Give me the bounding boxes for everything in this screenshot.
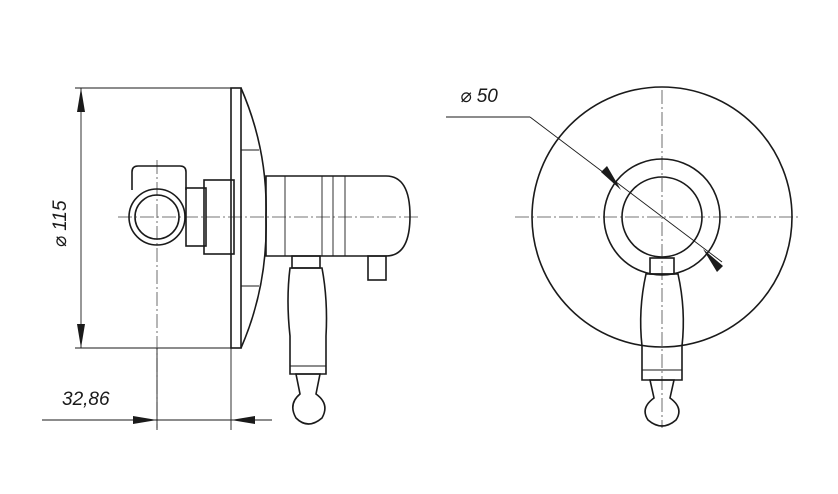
front-lever-handle: [639, 257, 685, 427]
front-housing-inner: [621, 176, 703, 258]
wall-plate: [230, 87, 267, 349]
arrow-up: [77, 88, 85, 112]
dimension-line-diameter-50: [529, 116, 723, 263]
dimension-label-offset: 32,86: [62, 389, 110, 410]
arrow-right-offset: [231, 416, 255, 424]
side-view: ⌀ 115: [42, 87, 420, 430]
arrow-diameter-50-lower: [703, 249, 723, 272]
arrow-diameter-50-upper: [601, 166, 621, 190]
front-housing-outer: [603, 158, 721, 276]
front-wall-plate: [531, 86, 793, 348]
dimension-label-diameter-115: ⌀ 115: [50, 200, 71, 247]
inlet-connector: [128, 165, 207, 247]
side-lever-handle: [287, 255, 328, 425]
arrow-left-offset: [133, 416, 157, 424]
front-view: ⌀ 50: [446, 86, 798, 428]
arrow-down: [77, 324, 85, 348]
dimension-label-diameter-50: ⌀ 50: [460, 86, 498, 107]
mixer-body: [203, 175, 411, 281]
